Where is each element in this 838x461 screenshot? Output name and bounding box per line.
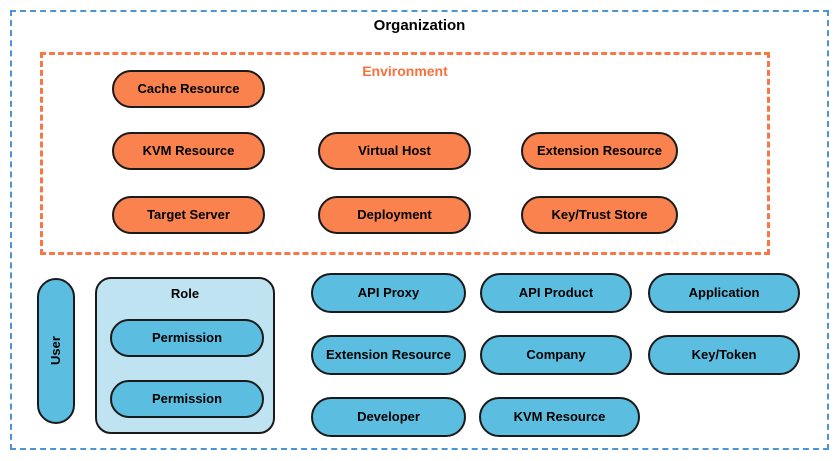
organization-label: Organization: [373, 17, 466, 34]
environment-container: Environment: [40, 52, 770, 255]
node-developer: Developer: [311, 397, 466, 437]
node-kvm-resource-org: KVM Resource: [479, 397, 640, 437]
node-cache-resource: Cache Resource: [112, 70, 265, 108]
node-application: Application: [648, 273, 800, 313]
node-permission-1: Permission: [110, 319, 264, 357]
node-permission-2: Permission: [110, 380, 264, 418]
node-api-proxy: API Proxy: [311, 273, 466, 313]
node-key-token: Key/Token: [648, 335, 800, 375]
node-virtual-host: Virtual Host: [318, 132, 471, 170]
node-extension-resource-org: Extension Resource: [311, 335, 466, 375]
organization-container: Organization: [10, 10, 829, 450]
node-user: User: [37, 278, 75, 424]
node-api-product: API Product: [480, 273, 632, 313]
environment-label: Environment: [362, 63, 448, 79]
node-company: Company: [480, 335, 632, 375]
node-kvm-resource-env: KVM Resource: [112, 132, 265, 170]
node-target-server: Target Server: [112, 196, 265, 234]
role-label: Role: [170, 286, 200, 301]
node-extension-resource-env: Extension Resource: [521, 132, 678, 170]
node-deployment: Deployment: [318, 196, 471, 234]
role-container: Role Permission Permission: [95, 277, 275, 434]
node-key-trust-store: Key/Trust Store: [521, 196, 678, 234]
